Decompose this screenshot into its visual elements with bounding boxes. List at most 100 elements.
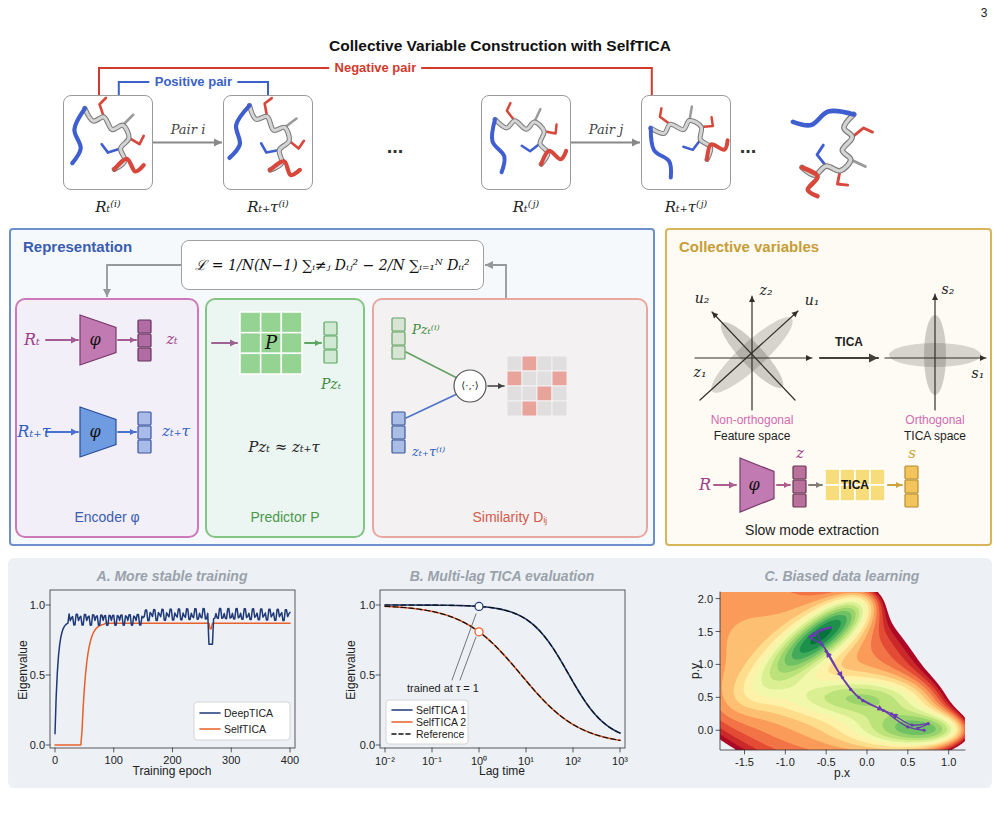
section-panel: Collective variablesTICAφ [665,228,992,546]
tick-label: 0.5 [698,691,713,704]
annotation: trained at τ = 1 [407,682,479,695]
tick-label: 0.0 [859,756,874,769]
axis-title: p.x [834,767,850,781]
grid-cell [281,353,302,374]
box-label: Rₜ₊τ⁽ⁱ⁾ [247,198,289,216]
tick [716,631,720,632]
c-terminus [114,159,143,172]
vector-label: zₜ₊τ [162,423,190,440]
inner-product-symbol: ⟨·,·⟩ [454,370,486,402]
tick [46,745,50,746]
contour-band [785,611,936,735]
contour-band [734,595,960,750]
tica-block: TICA [825,469,885,501]
c-terminus [800,164,824,199]
axis-label: Non-orthogonal [711,414,794,428]
box-title: Predictor P [250,509,319,526]
trajectory-point [849,688,852,691]
n-terminus [229,104,249,160]
trajectory-point [910,723,913,726]
frame-box: Rₜ⁽ⁱ⁾ [63,95,153,190]
tick-label: 0.0 [30,739,45,752]
legend-sample [392,721,412,723]
tick-label: 1.0 [360,599,375,612]
leader-line [460,637,476,680]
tick-label: 1.0 [30,599,45,612]
box-label: ⟨·,·⟩ [461,380,478,392]
tick [716,697,720,698]
grid-cell [240,312,261,333]
axis-label: z₂ [760,282,773,298]
vector-label: zₜ₊τ⁽ⁱ⁾ [412,445,445,460]
frame-box: Rₜ₊τ⁽ⁱ⁾ [223,95,313,190]
legend-box [386,700,468,744]
chart-b [376,590,625,752]
connector-label: Positive pair [150,75,237,90]
tick-label: 2.0 [698,592,713,605]
contour-band [720,592,965,750]
trajectory-point [890,712,893,715]
legend-text: Reference [416,728,464,740]
trajectory-point [808,635,811,638]
box-label: Rₜ⁽ⁱ⁾ [95,198,120,216]
tick-label: 1.0 [698,658,713,671]
axis-label: s [908,445,916,462]
tick [113,748,114,752]
tick [716,730,720,731]
vector-label: Rₜ [24,331,40,349]
grid-cell [281,312,302,333]
tick-label: 1.0 [941,756,956,769]
circle [454,370,486,402]
c-terminus [538,145,568,166]
tick [376,675,380,676]
curve-reference [385,606,620,740]
trajectory-point [927,722,930,725]
vector-label: Rₜ₊τ [17,423,50,441]
peptide-molecule [635,88,731,184]
c-terminus [701,135,731,161]
tick [826,750,827,754]
matrix-symbol: P [240,312,302,374]
connector-label: Pair i [171,122,206,137]
trapezoid [80,315,116,365]
box-label: P [265,332,277,354]
box-label: φ [748,475,759,494]
axis-line [720,592,965,750]
legend-sample [200,728,220,730]
grid-cell [870,469,885,485]
axis-label: z₁ [694,364,707,380]
tick-label: 10⁰ [471,755,487,768]
legend-text: DeepTICA [224,707,273,719]
axis-title: Eigenvalue [17,640,31,699]
trajectory [810,628,928,731]
trapezoid [740,458,774,512]
tick [526,748,527,752]
box-label: TICA [841,478,869,492]
box-title: Similarity Dᵢⱼ [473,509,548,526]
axis-label: s₂ [942,281,955,297]
side-chain [102,144,121,152]
panel-title: A. More stable training [97,568,248,584]
vector-label: Pzₜ ≈ zₜ₊τ [248,439,320,456]
n-terminus [641,128,681,177]
vector-label: Pzₜ⁽ⁱ⁾ [412,323,440,338]
grid-cell [240,353,261,374]
grid-cell [261,333,282,354]
trapezoid [80,407,116,457]
vector-label: Pzₜ [321,376,341,392]
tick-label: 0.0 [360,739,375,752]
backbone [651,104,719,176]
page-number: 3 [981,7,988,21]
box-label: φ [89,422,100,441]
n-terminus [72,109,85,164]
axis-title: Training epoch [133,765,212,779]
trajectory-point [857,696,860,699]
legend-sample [200,712,220,714]
encoder-symbol: φ [80,315,116,365]
tick-label: 10² [565,755,581,768]
results-band [8,558,992,788]
tick [744,750,745,754]
legend-text: SelfTICA 1 [416,704,466,716]
tick-label: 0.5 [360,669,375,682]
